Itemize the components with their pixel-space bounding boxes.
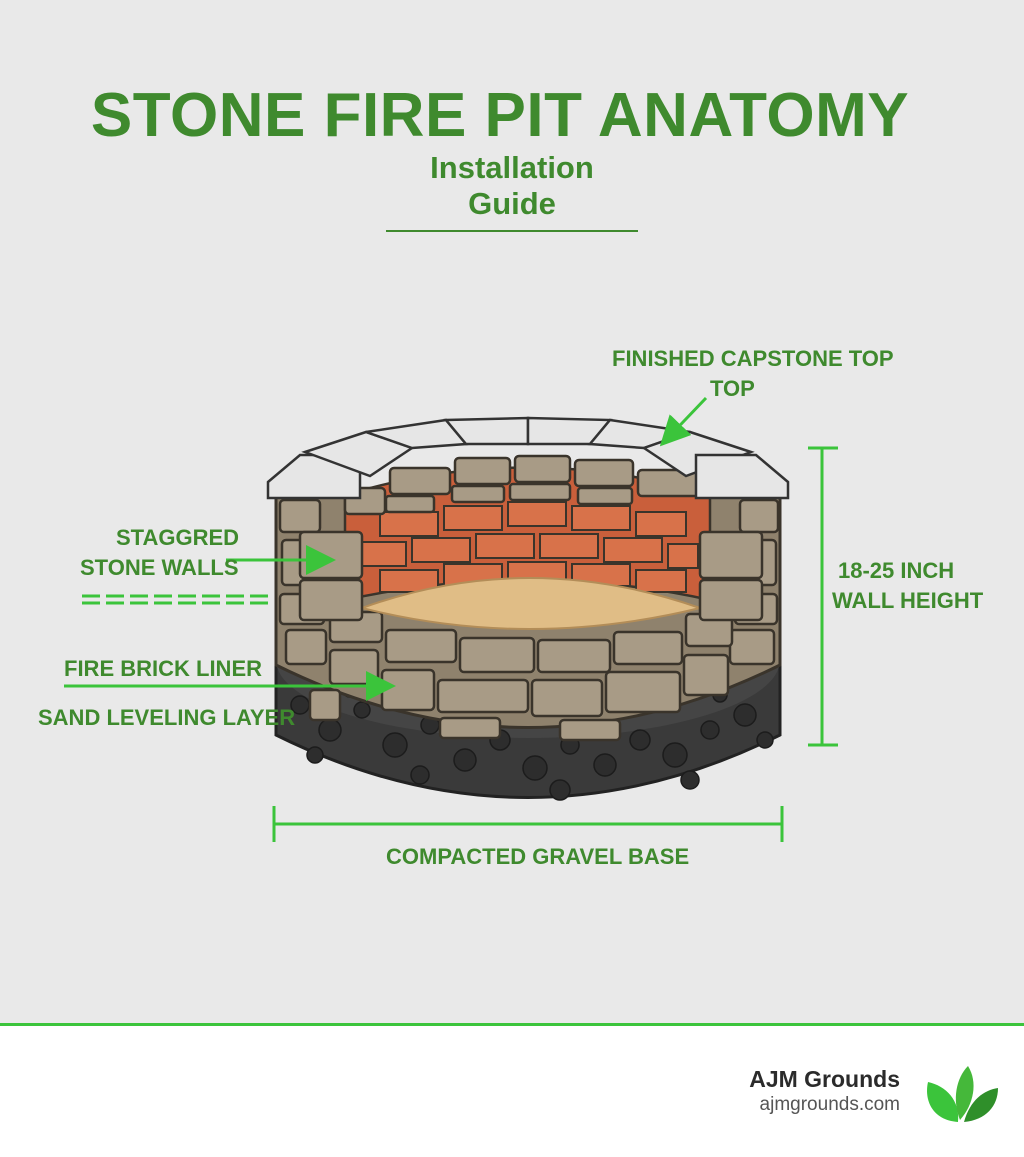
walls-label-line1: STAGGRED: [116, 525, 240, 550]
brand-url[interactable]: ajmgrounds.com: [759, 1094, 900, 1115]
height-label-line1: 18-25 INCH: [838, 558, 955, 583]
leaf-logo-icon: [927, 1066, 998, 1122]
height-dimension: [808, 446, 838, 747]
capstone-label-line2: TOP: [710, 376, 755, 401]
footer: AJM Grounds ajmgrounds.com: [0, 1023, 1024, 1157]
brand-name: AJM Grounds: [749, 1066, 900, 1092]
fire-pit-illustration: [64, 396, 838, 842]
back-stone-ring: [343, 454, 706, 516]
walls-dash-line: [82, 594, 270, 605]
width-dimension: [272, 806, 784, 842]
capstone-label-line1: FINISHED CAPSTONE TOP: [612, 346, 894, 371]
page-subtitle: Installation Guide: [386, 150, 638, 232]
walls-label-line2: STONE WALLS: [80, 555, 239, 580]
liner-label: FIRE BRICK LINER: [64, 656, 262, 681]
capstone-arrow: [659, 396, 708, 447]
sand-label: SAND LEVELING LAYER: [38, 705, 296, 730]
height-label-line2: WALL HEIGHT: [832, 588, 984, 613]
gravel-label: COMPACTED GRAVEL BASE: [386, 844, 690, 869]
page-title: STONE FIRE PIT ANATOMY: [90, 81, 910, 150]
